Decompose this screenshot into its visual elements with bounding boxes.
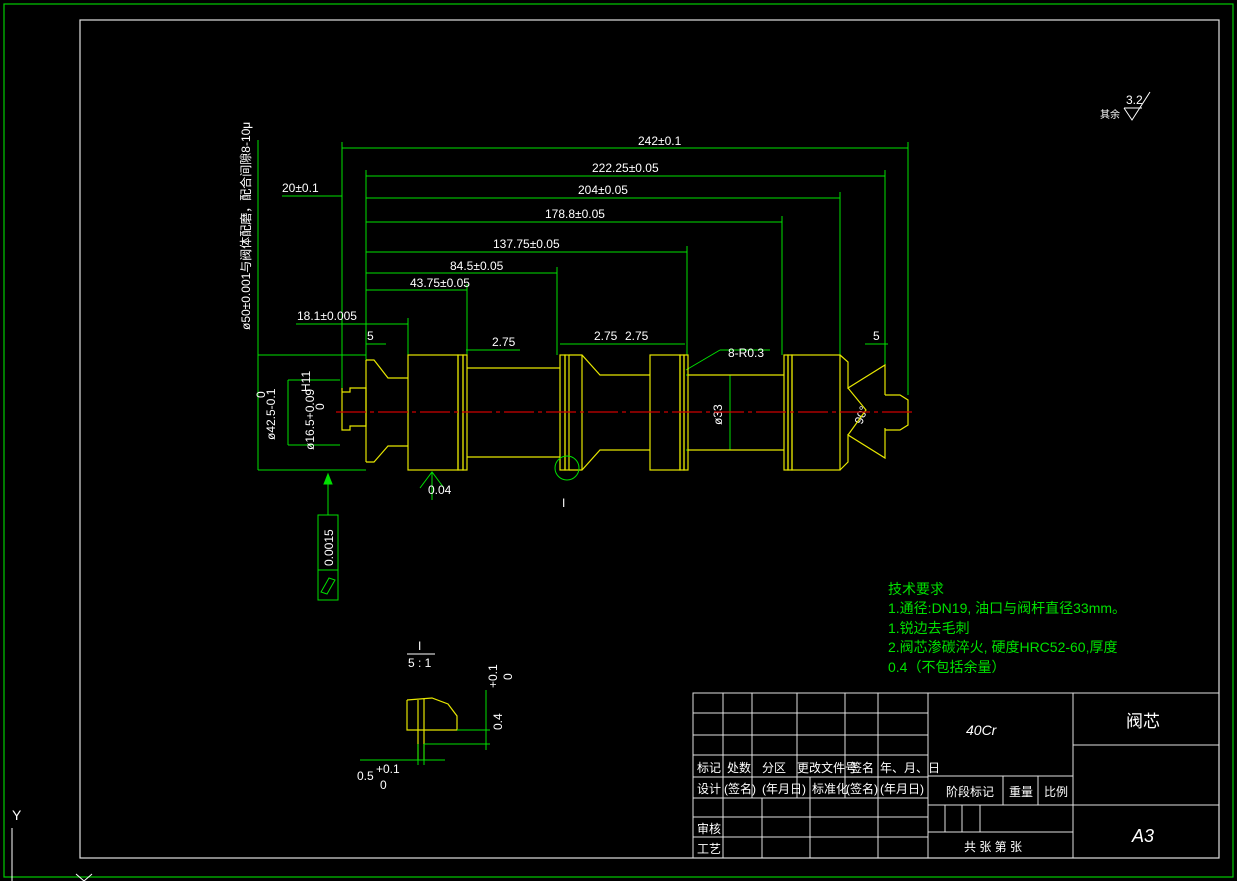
dim-dia42-upper: 0 [254,391,268,398]
dim-d4: 137.75±0.05 [493,237,560,251]
title-paper-size: A3 [1131,826,1154,846]
header-mark: 标记 [697,761,721,775]
tech-line-1: 1.通径:DN19, 油口与阀杆直径33mm。 [888,600,1126,616]
weight-label: 重量 [1009,785,1033,799]
detail-height-tol-upper: +0.1 [486,664,500,688]
detail-height-tol-lower: 0 [501,673,515,680]
detail-dims [360,690,490,765]
dim-left-step: 18.1±0.005 [297,309,357,323]
dim-d1: 222.25±0.05 [592,161,659,175]
ucs-icon [11,828,93,881]
detail-marker: I [562,496,565,510]
dim-angle: 90° [852,404,871,426]
tolerance-value: 0.0015 [322,529,336,566]
tech-title: 技术要求 [888,581,944,597]
dim-d2: 204±0.05 [578,183,628,197]
roughness-label: 其余 [1100,108,1120,121]
dim-radius-note: 8-R0.3 [728,346,764,360]
detail-label: I [418,639,421,653]
detail-scale: 5 : 1 [408,656,432,670]
detail-height-dim: 0.4 [491,713,505,730]
tolerance-frame [317,472,339,601]
dim-vertical-note: ø50±0.001与阀体配磨，配合间隙8-10μ [238,122,253,330]
dim-d3: 178.8±0.05 [545,207,605,221]
sheets-label: 共 张 第 张 [964,840,1022,854]
dim-d5: 84.5±0.05 [450,259,504,273]
detail-profile [406,697,458,760]
review-label: 审核 [697,821,721,836]
title-material: 40Cr [966,722,998,738]
dim-dia16-tol: H11 [299,371,313,392]
flatness-value: 0.04 [428,483,452,497]
header-count: 处数 [727,760,751,775]
scale-label: 比例 [1044,785,1068,799]
dim-groove3: 2.75 [625,329,649,343]
design-standard-sign: (签名) [846,781,878,796]
detail-circle [554,455,580,481]
design-standard-date: (年月日) [880,782,924,796]
design-standard: 标准化 [812,782,848,796]
dim-overall: 242±0.1 [638,134,682,148]
inner-frame [79,19,1220,859]
dim-groove2: 2.75 [594,329,618,343]
dim-dia33: ø33 [711,404,725,425]
title-block [692,692,1220,859]
dim-d6: 43.75±0.05 [410,276,470,290]
header-date: 年、月、日 [880,761,940,775]
tech-line-2: 1.锐边去毛刺 [888,620,970,636]
top-dimensions [257,140,909,471]
design-date: (年月日) [762,782,806,796]
dim-left-offset: 20±0.1 [282,181,319,195]
dim-dia42: ø42.5-0.1 [264,388,278,440]
ucs-axis-label: Y [12,807,22,823]
flatness-marker [419,471,445,500]
dim-right-five: 5 [873,329,880,343]
outer-frame [3,3,1234,878]
header-sign: 签名 [850,760,874,775]
dim-dia16: ø16.5+0.09 [303,389,317,450]
roughness-value: 3.2 [1126,93,1143,107]
header-change-doc: 更改文件号 [797,760,857,775]
dim-groove1: 2.75 [492,335,516,349]
tech-line-3: 2.阀芯渗碳淬火, 硬度HRC52-60,厚度 [888,639,1117,655]
tech-line-4: 0.4（不包括余量） [888,659,1005,675]
title-part-name: 阀芯 [1126,712,1160,731]
design-label: 设计 [697,782,721,796]
stage-mark-label: 阶段标记 [946,784,994,799]
detail-width-tol-upper: +0.1 [376,762,400,776]
header-zone: 分区 [762,761,786,775]
roughness-symbol: 其余 3.2 [1100,91,1151,121]
design-sign: (签名) [724,781,756,796]
dim-left-five: 5 [367,329,374,343]
dim-dia16-lower: 0 [313,403,327,410]
detail-width-tol-lower: 0 [380,778,387,792]
process-label: 工艺 [697,842,721,856]
detail-width-dim: 0.5 [357,769,374,783]
